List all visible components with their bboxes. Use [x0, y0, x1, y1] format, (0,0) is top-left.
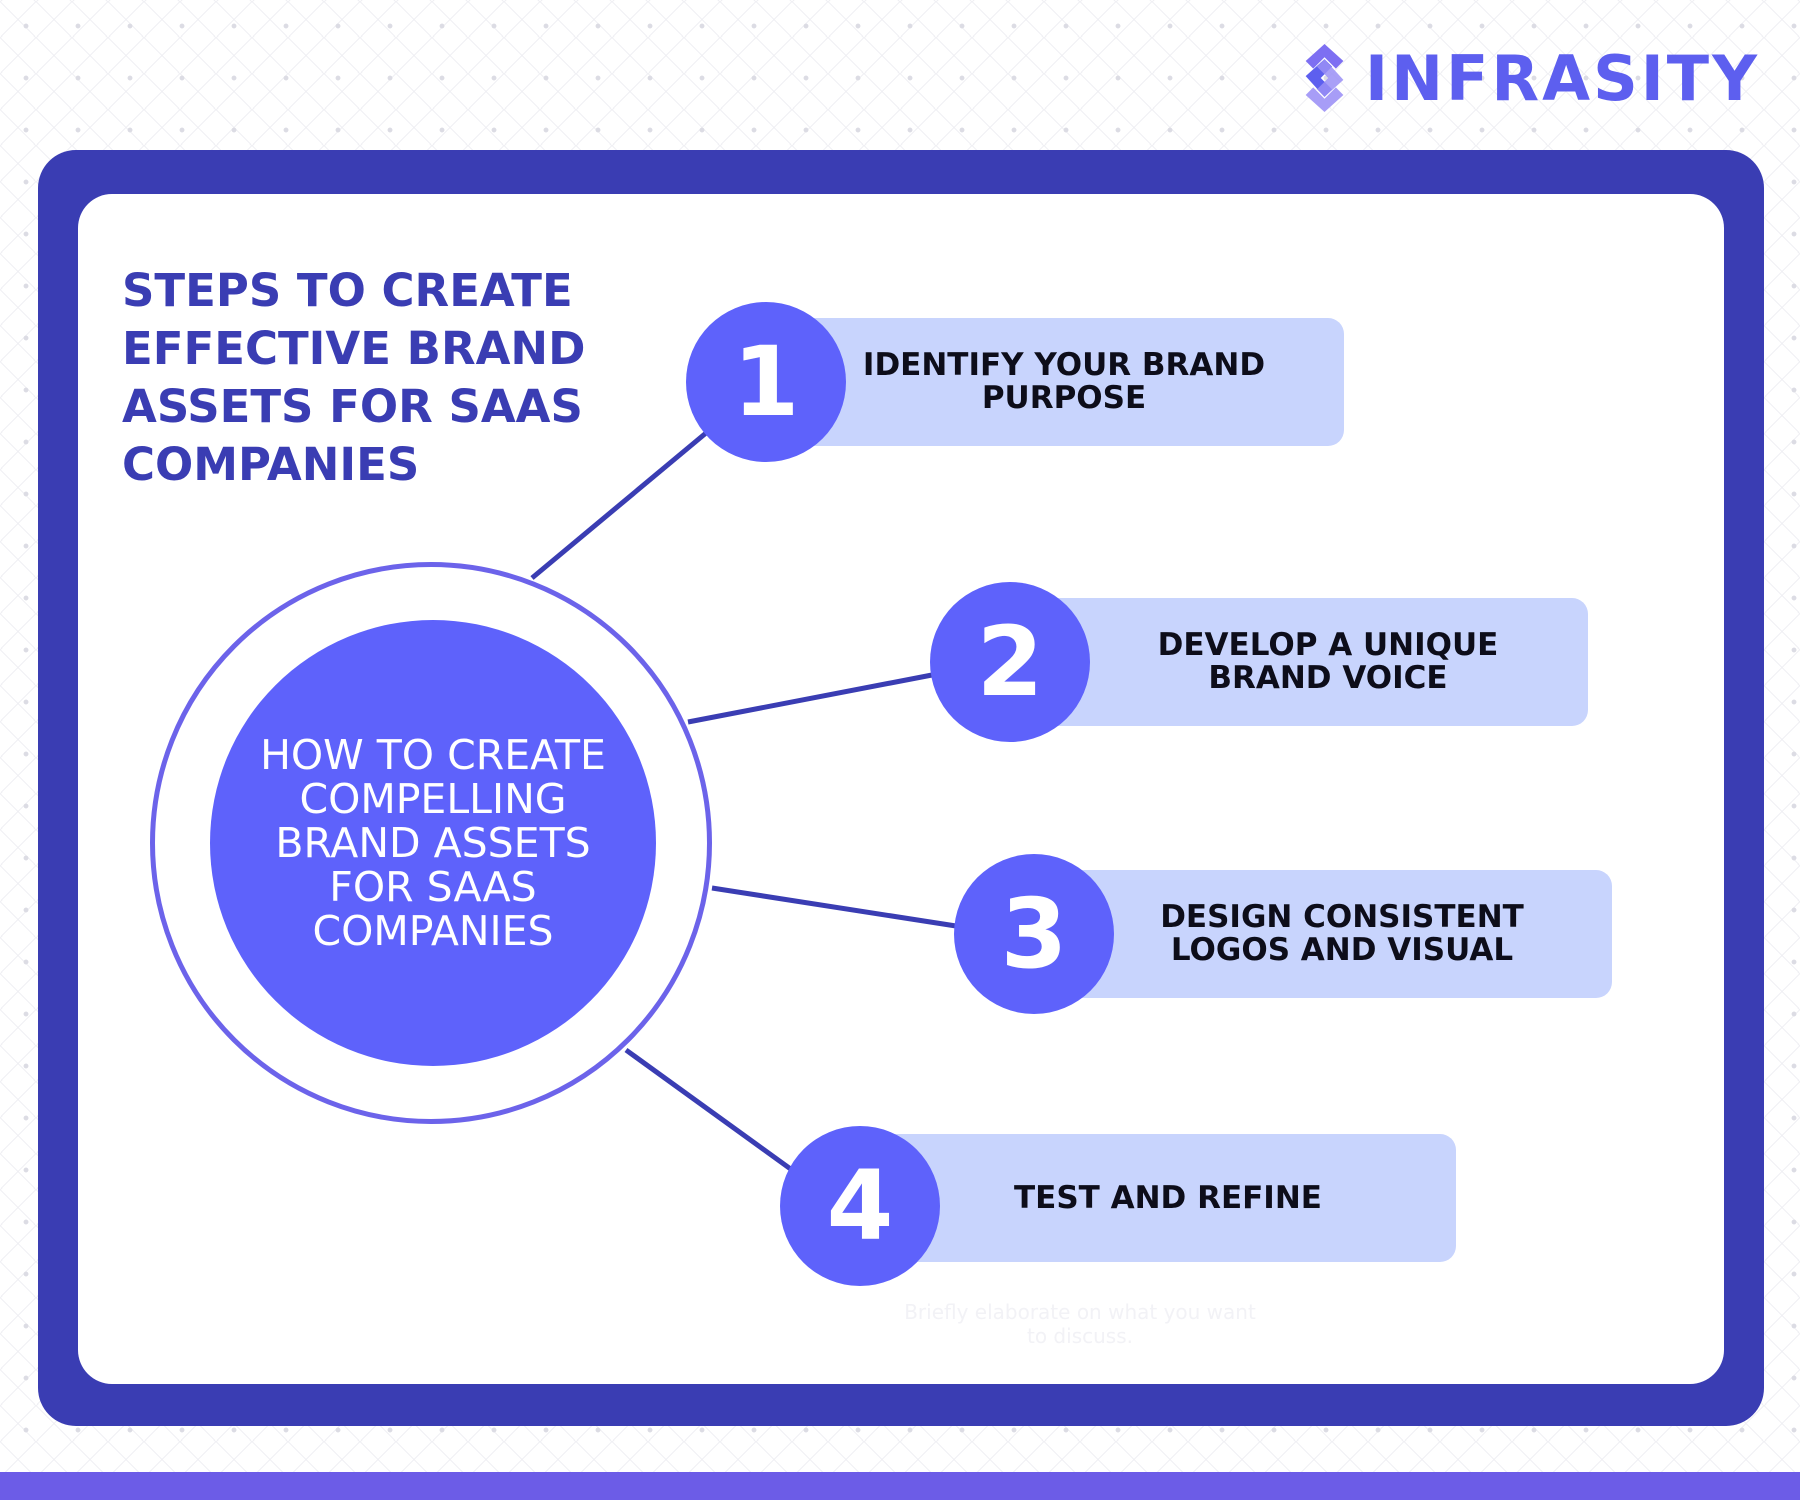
step-number-4: 4: [780, 1126, 940, 1286]
infrasity-logo-icon: [1305, 44, 1344, 112]
connector-step-3: [711, 885, 957, 929]
connector-step-4: [624, 1047, 794, 1173]
step-label-3: DESIGN CONSISTENT LOGOS AND VISUAL: [1160, 899, 1524, 968]
step-number-2: 2: [930, 582, 1090, 742]
step-number-3: 3: [954, 854, 1114, 1014]
hub-text: HOW TO CREATE COMPELLING BRAND ASSETS FO…: [260, 731, 606, 955]
connector-step-1: [530, 431, 708, 580]
brand-logo: INFRASITY: [1300, 38, 1760, 118]
bottom-bar: [0, 1472, 1800, 1500]
brand-name: INFRASITY: [1365, 41, 1760, 115]
page-title: STEPS TO CREATE EFFECTIVE BRAND ASSETS F…: [122, 264, 586, 491]
step-card-4: TEST AND REFINE: [860, 1134, 1456, 1262]
step-number-1: 1: [686, 302, 846, 462]
step-label-2: DEVELOP A UNIQUE BRAND VOICE: [1157, 627, 1499, 696]
hint-text: Briefly elaborate on what you want to di…: [904, 1300, 1256, 1348]
connector-step-2: [687, 672, 933, 725]
step-card-1: IDENTIFY YOUR BRAND PURPOSE: [764, 318, 1344, 446]
hub-circle: HOW TO CREATE COMPELLING BRAND ASSETS FO…: [210, 620, 656, 1066]
step-card-2: DEVELOP A UNIQUE BRAND VOICE: [1008, 598, 1588, 726]
step-card-3: DESIGN CONSISTENT LOGOS AND VISUAL: [1032, 870, 1612, 998]
step-label-4: TEST AND REFINE: [1014, 1179, 1322, 1216]
step-label-1: IDENTIFY YOUR BRAND PURPOSE: [862, 347, 1266, 416]
